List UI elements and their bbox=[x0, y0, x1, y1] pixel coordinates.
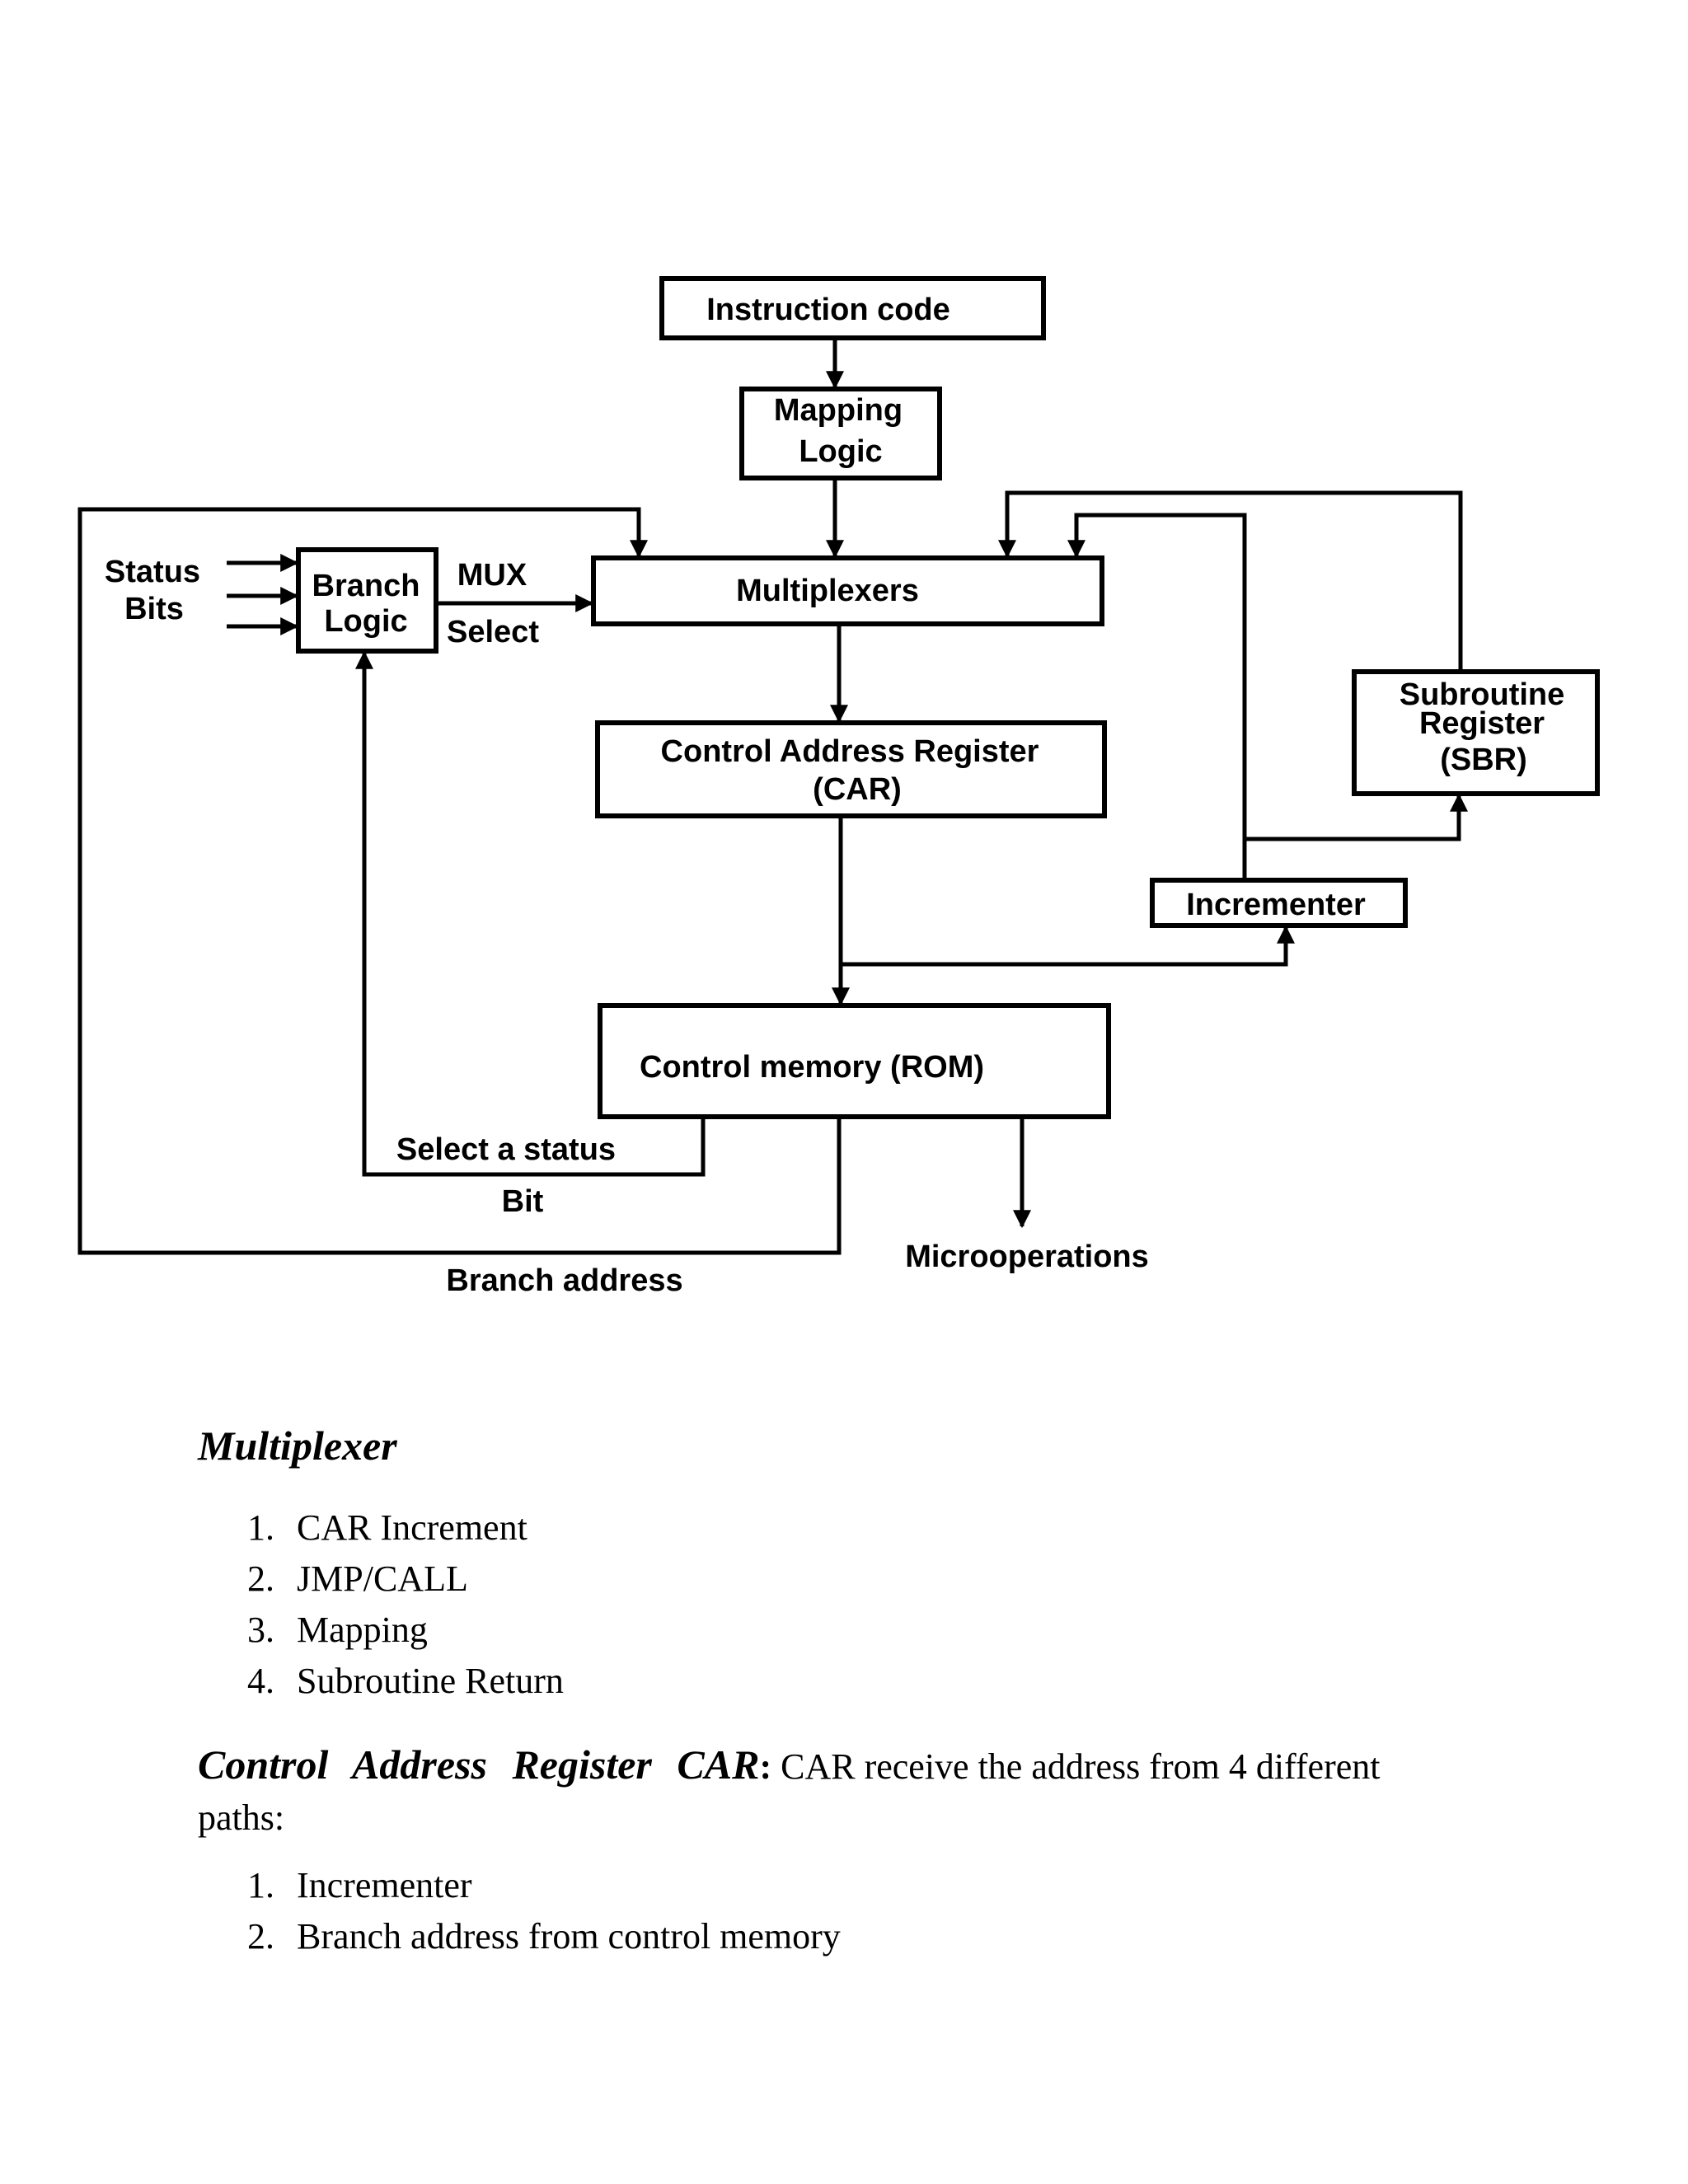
car-label-line1: Control Address Register bbox=[661, 734, 1039, 769]
list-item: 2.Branch address from control memory bbox=[247, 1916, 841, 1957]
branch-logic-line2: Logic bbox=[324, 604, 407, 639]
car-label-line2: (CAR) bbox=[813, 772, 902, 807]
instruction-code-label: Instruction code bbox=[706, 293, 950, 327]
mapping-label-line1: Mapping bbox=[774, 393, 903, 428]
arrow-incrementer-to-sbr bbox=[1245, 793, 1468, 841]
microprogram-sequencer-diagram: Instruction code Mapping Logic Multiplex… bbox=[77, 276, 1600, 1298]
sbr-label-line1: Subroutine bbox=[1400, 677, 1565, 712]
arrow-incrementer-to-mux bbox=[1067, 513, 1247, 880]
multiplexer-heading: Multiplexer bbox=[198, 1422, 397, 1469]
list-item: 1.Incrementer bbox=[247, 1865, 472, 1905]
instruction-code-box bbox=[659, 276, 1046, 340]
arrow-car-to-incrementer bbox=[841, 925, 1295, 967]
select-status-label: Select a status bbox=[396, 1132, 616, 1167]
status-bits-line2: Bits bbox=[124, 592, 184, 626]
car-paths-list: 1.Incrementer 2.Branch address from cont… bbox=[247, 1860, 841, 1962]
control-memory-label: Control memory (ROM) bbox=[640, 1050, 984, 1085]
arrow-sbr-to-mux bbox=[998, 490, 1463, 672]
status-bits-line1: Status bbox=[105, 555, 200, 589]
mapping-label-line2: Logic bbox=[799, 434, 882, 469]
branch-logic-line1: Branch bbox=[312, 569, 420, 603]
list-item: 4.Subroutine Return bbox=[247, 1661, 564, 1701]
car-heading: Control Address Register CAR bbox=[198, 1741, 760, 1788]
sbr-label-line3: (SBR) bbox=[1440, 743, 1527, 777]
car-box bbox=[595, 720, 1107, 818]
multiplexers-box bbox=[591, 555, 1104, 626]
multiplexers-label: Multiplexers bbox=[736, 574, 919, 608]
list-item: 1.CAR Increment bbox=[247, 1507, 528, 1548]
multiplexer-list: 1.CAR Increment 2.JMP/CALL 3.Mapping 4.S… bbox=[247, 1502, 564, 1707]
bit-label: Bit bbox=[502, 1184, 544, 1219]
microoperations-label: Microoperations bbox=[905, 1240, 1149, 1274]
control-memory-box bbox=[598, 1003, 1111, 1119]
list-item: 2.JMP/CALL bbox=[247, 1558, 468, 1599]
sbr-box bbox=[1352, 669, 1600, 796]
select-label: Select bbox=[447, 615, 539, 649]
list-item: 3.Mapping bbox=[247, 1610, 428, 1650]
arrow-branch-address bbox=[77, 507, 842, 1255]
branch-address-label: Branch address bbox=[446, 1263, 682, 1298]
car-paragraph: Control Address Register CAR: CAR receiv… bbox=[198, 1741, 1381, 1838]
incrementer-label: Incrementer bbox=[1186, 888, 1366, 922]
arrow-rom-to-branch-logic bbox=[355, 650, 706, 1177]
sbr-label-line2: Register bbox=[1419, 706, 1545, 741]
mux-label: MUX bbox=[457, 558, 528, 593]
